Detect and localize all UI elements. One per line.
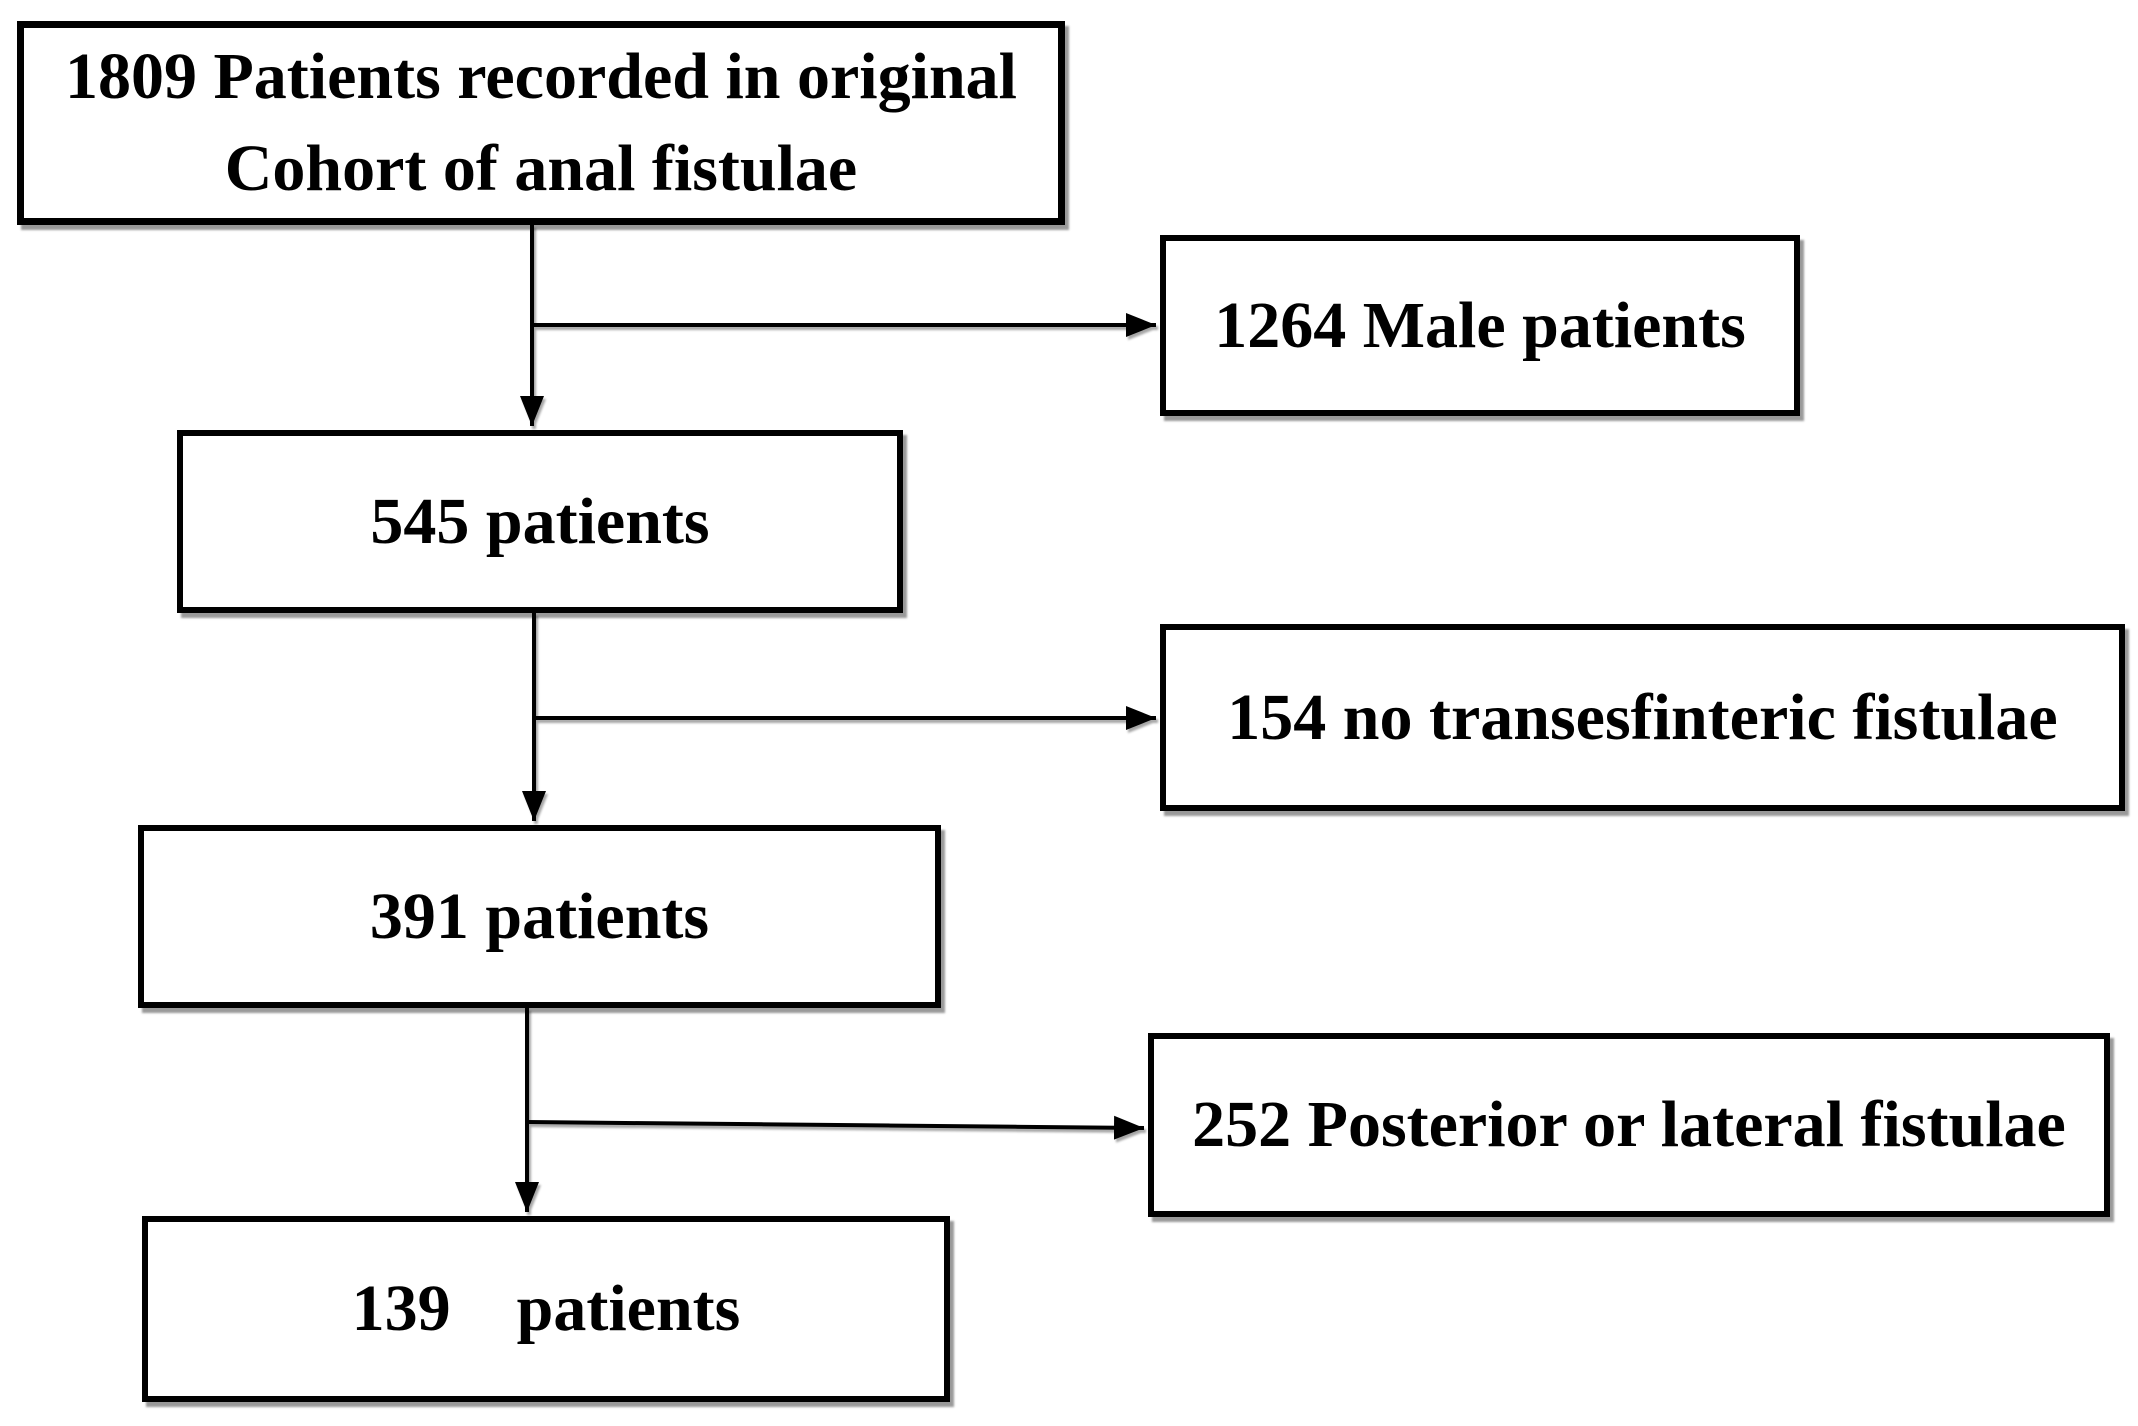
flow-arrow-391-to-postlat — [526, 1115, 1145, 1140]
node-391-patients: 391 patients — [138, 825, 941, 1008]
node-1809-original-cohort: 1809 Patients recorded in original Cohor… — [17, 21, 1065, 225]
node-139-patients: 139 patients — [142, 1216, 950, 1402]
node-1264-male-patients: 1264 Male patients — [1160, 235, 1800, 416]
node-545-patients: 545 patients — [177, 430, 903, 613]
node-154-no-transesfinteric-fistulae: 154 no transesfinteric fistulae — [1160, 624, 2125, 811]
node-252-posterior-lateral-fistulae: 252 Posterior or lateral fistulae — [1148, 1033, 2110, 1217]
